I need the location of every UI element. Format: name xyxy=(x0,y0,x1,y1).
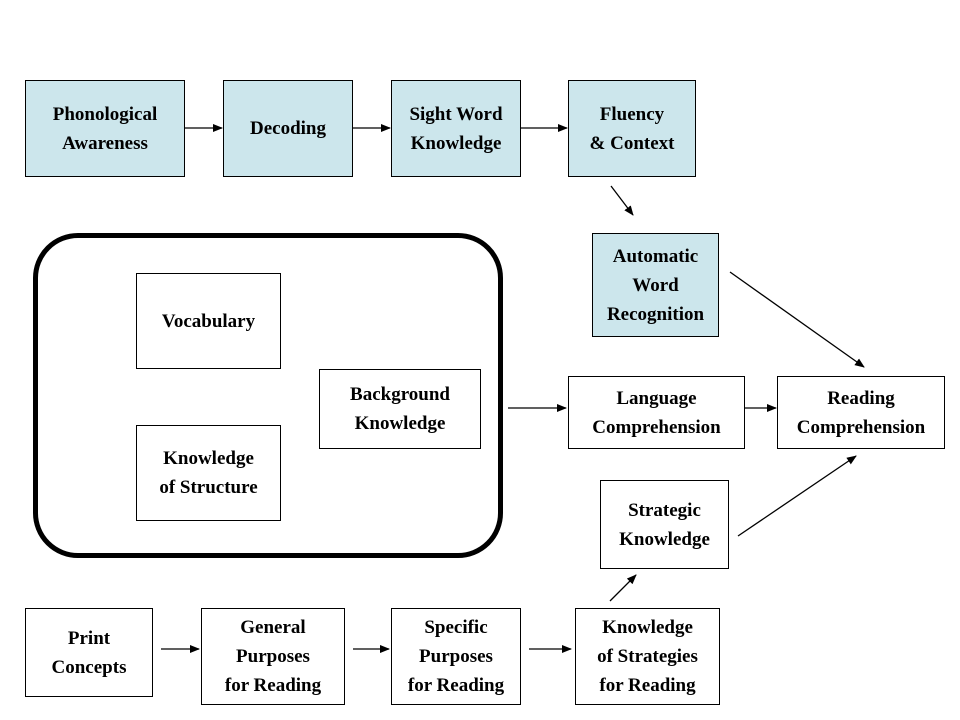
arrow-strategic-to-reading xyxy=(737,455,857,537)
fluency-context-box: Fluency & Context xyxy=(568,80,696,177)
automatic-word-recognition-box: Automatic Word Recognition xyxy=(592,233,719,337)
decoding-box: Decoding xyxy=(223,80,353,177)
general-purposes-box: General Purposes for Reading xyxy=(201,608,345,705)
background-knowledge-box: Background Knowledge xyxy=(319,369,481,449)
phonological-awareness-box: Phonological Awareness xyxy=(25,80,185,177)
knowledge-of-strategies-box: Knowledge of Strategies for Reading xyxy=(575,608,720,705)
arrow-strategies-to-strategic xyxy=(609,574,637,602)
arrow-automatic-to-reading xyxy=(729,271,865,368)
language-comprehension-box: Language Comprehension xyxy=(568,376,745,449)
specific-purposes-box: Specific Purposes for Reading xyxy=(391,608,521,705)
comprehension-group-border xyxy=(33,233,503,558)
print-concepts-box: Print Concepts xyxy=(25,608,153,697)
strategic-knowledge-box: Strategic Knowledge xyxy=(600,480,729,569)
sight-word-knowledge-box: Sight Word Knowledge xyxy=(391,80,521,177)
knowledge-of-structure-box: Knowledge of Structure xyxy=(136,425,281,521)
vocabulary-box: Vocabulary xyxy=(136,273,281,369)
arrow-fluency-to-automatic xyxy=(610,185,634,216)
reading-comprehension-box: Reading Comprehension xyxy=(777,376,945,449)
